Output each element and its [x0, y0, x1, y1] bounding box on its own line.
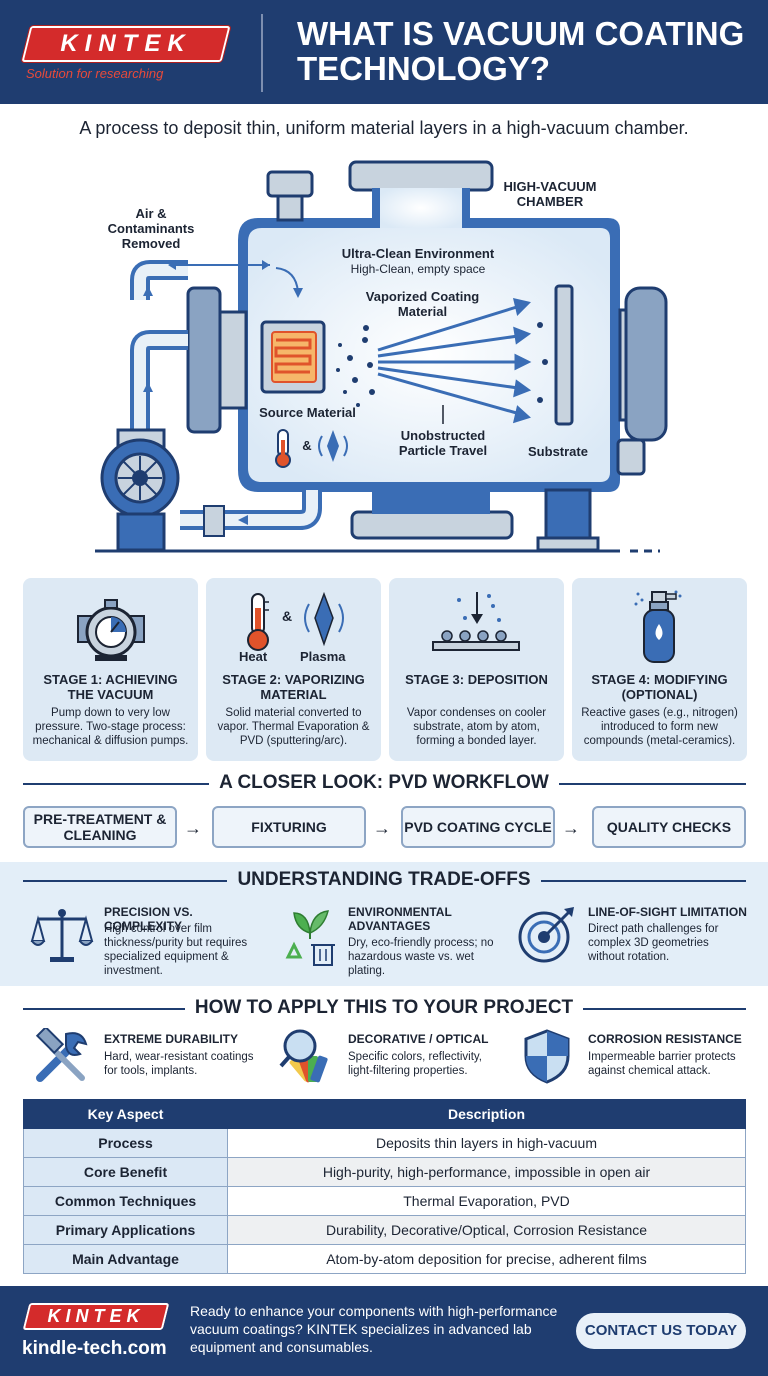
table-cell-aspect: Main Advantage: [23, 1244, 228, 1274]
stage-2-desc: Solid material converted to vapor. Therm…: [217, 707, 370, 747]
table-cell-description: High-purity, high-performance, impossibl…: [227, 1157, 746, 1187]
tradeoff-3-title: LINE-OF-SIGHT LIMITATION: [588, 905, 747, 919]
workflow-step-pvd-cycle: PVD COATING CYCLE: [401, 806, 555, 848]
footer-website-link[interactable]: kindle-tech.com: [22, 1338, 167, 1359]
table-row: Main Advantage Atom-by-atom deposition f…: [23, 1244, 746, 1274]
workflow-heading: A CLOSER LOOK: PVD WORKFLOW: [209, 772, 559, 794]
target-icon: [518, 907, 574, 963]
apply-1-title: EXTREME DURABILITY: [104, 1032, 239, 1046]
eco-recycle-icon: [285, 910, 335, 966]
chamber-label: HIGH-VACUUM CHAMBER: [503, 179, 597, 209]
apply-1-desc: Hard, wear-resistant coatings for tools,…: [104, 1051, 254, 1077]
stage-3-desc: Vapor condenses on cooler substrate, ato…: [406, 707, 547, 747]
table-cell-aspect: Primary Applications: [23, 1215, 228, 1245]
source-material-label: Source Material: [259, 405, 356, 420]
substrate-plate: [554, 284, 574, 426]
tradeoff-1-title: PRECISION VS. COMPLEXITY: [104, 905, 193, 933]
table-cell-aspect: Core Benefit: [23, 1157, 228, 1187]
stage-card-4: STAGE 4: MODIFYING (OPTIONAL) Reactive g…: [572, 578, 747, 761]
page-title: WHAT IS VACUUM COATING TECHNOLOGY?: [297, 15, 745, 87]
heat-label: Heat: [239, 649, 268, 664]
tradeoff-1-desc: High control over film thickness/purity …: [104, 923, 248, 977]
substrate-label: Substrate: [528, 444, 588, 459]
stage-4-desc: Reactive gases (e.g., nitrogen) introduc…: [581, 707, 738, 747]
footer-logo-text: KINTEK: [47, 1306, 145, 1326]
table-row: Core Benefit High-purity, high-performan…: [23, 1157, 746, 1187]
apply-2-desc: Specific colors, reflectivity, light-fil…: [348, 1051, 482, 1077]
logo-tagline: Solution for researching: [26, 66, 164, 81]
gas-canister-icon: [634, 590, 682, 663]
workflow-arrow-1: →: [184, 818, 202, 838]
stage-4-title: STAGE 4: MODIFYING (OPTIONAL): [591, 672, 728, 702]
ultra-clean-sub: High-Clean, empty space: [350, 262, 486, 276]
particle-travel-label: Unobstructed Particle Travel: [398, 428, 488, 458]
tradeoff-2-desc: Dry, eco-friendly process; no hazardous …: [348, 937, 494, 977]
workflow-step-quality: QUALITY CHECKS: [592, 806, 746, 848]
ultra-clean-title: Ultra-Clean Environment: [341, 246, 495, 261]
tradeoffs-heading: UNDERSTANDING TRADE-OFFS: [227, 869, 541, 891]
header-divider: [261, 14, 263, 92]
table-cell-aspect: Common Techniques: [23, 1186, 228, 1216]
table-header-description: Description: [227, 1099, 746, 1129]
workflow-step-pretreatment: PRE-TREATMENT & CLEANING: [23, 806, 177, 848]
vapor-label: Vaporized Coating Material: [365, 289, 480, 319]
table-row: Process Deposits thin layers in high-vac…: [23, 1128, 746, 1158]
heat-plasma-icon: [247, 591, 344, 651]
stage-card-1: STAGE 1: ACHIEVING THE VACUUM Pump down …: [23, 578, 198, 761]
stage-2-amp: &: [282, 608, 293, 624]
logo-text: KINTEK: [60, 30, 192, 57]
tradeoff-3-desc: Direct path challenges for complex 3D ge…: [588, 923, 719, 963]
amp-sign: &: [302, 438, 312, 453]
contact-us-button[interactable]: CONTACT US TODAY: [576, 1313, 746, 1349]
tradeoff-2-title: ENVIRONMENTAL ADVANTAGES: [348, 905, 452, 933]
table-cell-description: Thermal Evaporation, PVD: [227, 1186, 746, 1216]
table-header-aspect: Key Aspect: [23, 1099, 228, 1129]
apply-3-title: CORROSION RESISTANCE: [588, 1032, 742, 1046]
stage-card-2: & Heat Plasma STAGE 2: VAPORIZING MATERI…: [206, 578, 381, 761]
air-contaminants-label: Air & Contaminants Removed: [107, 206, 195, 251]
footer-cta-text: Ready to enhance your components with hi…: [190, 1303, 558, 1355]
magnifier-swatch-icon: [279, 1029, 328, 1083]
wrench-hammer-icon: [35, 1028, 88, 1082]
apply-2-title: DECORATIVE / OPTICAL: [348, 1032, 489, 1046]
workflow-arrow-2: →: [373, 818, 391, 838]
table-cell-aspect: Process: [23, 1128, 228, 1158]
table-cell-description: Atom-by-atom deposition for precise, adh…: [227, 1244, 746, 1274]
apply-heading: HOW TO APPLY THIS TO YOUR PROJECT: [184, 997, 584, 1019]
table-header-row: Key Aspect Description: [23, 1099, 746, 1129]
stage-1-desc: Pump down to very low pressure. Two-stag…: [32, 707, 189, 747]
deposition-icon: [432, 592, 520, 651]
stage-card-3: STAGE 3: DEPOSITION Vapor condenses on c…: [389, 578, 564, 761]
table-cell-description: Durability, Decorative/Optical, Corrosio…: [227, 1215, 746, 1245]
workflow-step-fixturing: FIXTURING: [212, 806, 366, 848]
table-cell-description: Deposits thin layers in high-vacuum: [227, 1128, 746, 1158]
shield-icon: [524, 1029, 570, 1084]
workflow-arrow-3: →: [562, 818, 580, 838]
key-aspects-table: Key Aspect Description Process Deposits …: [23, 1099, 746, 1274]
vacuum-chamber-diagram: [95, 160, 668, 553]
stage-2-title: STAGE 2: VAPORIZING MATERIAL: [222, 672, 365, 702]
table-row: Primary Applications Durability, Decorat…: [23, 1215, 746, 1245]
page-subtitle: A process to deposit thin, uniform mater…: [79, 118, 689, 138]
stage-3-title: STAGE 3: DEPOSITION: [405, 672, 548, 687]
stage-1-title: STAGE 1: ACHIEVING THE VACUUM: [43, 672, 178, 702]
table-row: Common Techniques Thermal Evaporation, P…: [23, 1186, 746, 1216]
balance-scale-icon: [30, 909, 94, 962]
plasma-label: Plasma: [300, 649, 346, 664]
vacuum-pump-icon: [77, 599, 145, 661]
apply-3-desc: Impermeable barrier protects against che…: [588, 1051, 736, 1077]
